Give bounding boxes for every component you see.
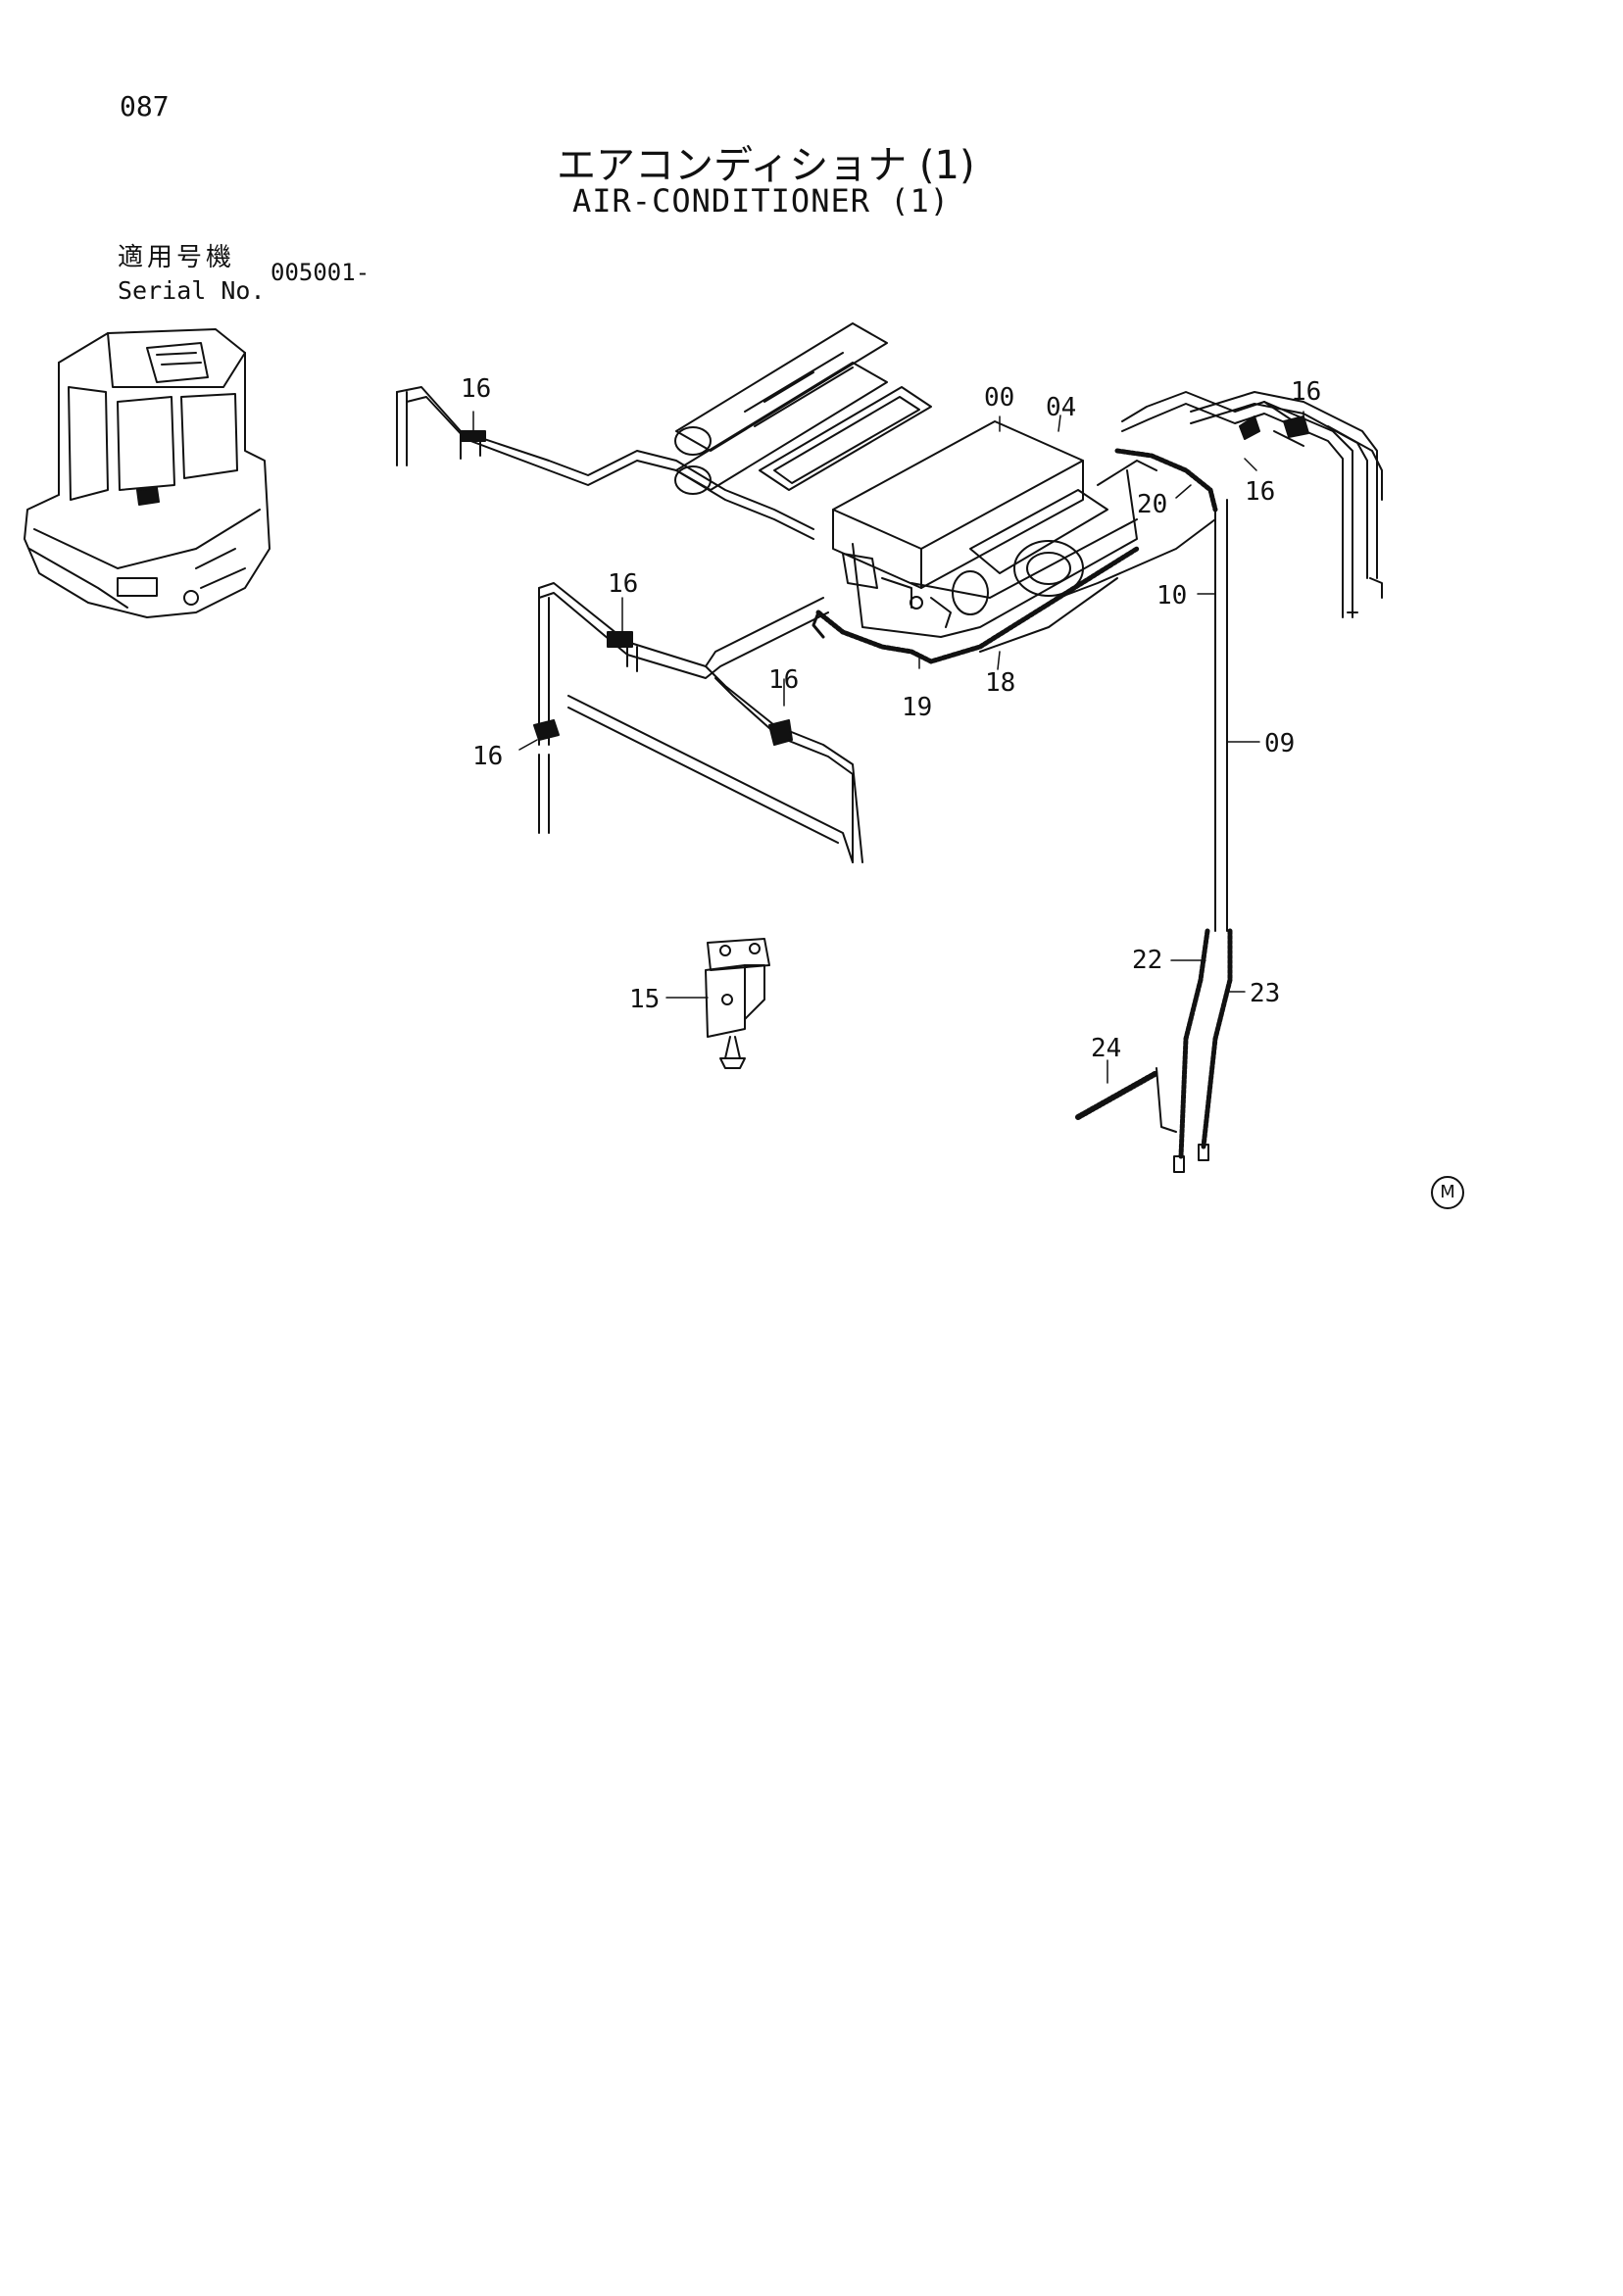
serial-label-japanese: 適用号機	[118, 243, 236, 272]
callout-19: 19	[902, 693, 932, 722]
callout-16: 16	[768, 665, 799, 695]
callout-24: 24	[1091, 1034, 1121, 1063]
callout-15: 15	[629, 985, 660, 1014]
duct-pipe-upper-left	[396, 386, 814, 540]
callout-09: 09	[1264, 729, 1295, 758]
callout-23: 23	[1250, 979, 1280, 1008]
drain-hose-part	[1075, 1067, 1177, 1133]
bracket-part	[705, 938, 770, 1069]
serial-label: Serial No.	[118, 276, 266, 305]
pipe-end-marks	[1347, 577, 1383, 613]
duct-pipe-right	[1121, 391, 1383, 618]
callout-22: 22	[1132, 946, 1162, 975]
callout-leader-lines	[472, 411, 1304, 1084]
page-number: 087	[120, 90, 170, 122]
page-title-english: AIR-CONDITIONER (1)	[572, 182, 951, 220]
machine-cab-illustration	[24, 328, 270, 618]
heater-core-part	[674, 322, 888, 495]
callout-16: 16	[1291, 377, 1321, 407]
metric-mark-icon: M	[1431, 1176, 1464, 1209]
callout-16: 16	[608, 569, 638, 599]
serial-number-value: 005001-	[270, 259, 370, 286]
air-conditioner-unit-part	[832, 420, 1157, 638]
refrigerant-hoses	[812, 448, 1233, 1173]
gasket-frame-part	[759, 386, 932, 491]
callout-labels: 16 00 04 16 16 20 10 16 16 16 19 18 09 2…	[461, 374, 1321, 1063]
callout-10: 10	[1156, 581, 1187, 611]
callout-04: 04	[1046, 393, 1076, 422]
callout-18: 18	[985, 668, 1015, 698]
callout-16: 16	[461, 374, 491, 404]
callout-20: 20	[1137, 490, 1167, 519]
t-fitting-parts	[460, 415, 1309, 648]
callout-16: 16	[1245, 477, 1275, 507]
duct-pipe-middle-left	[533, 582, 863, 863]
callout-16: 16	[472, 742, 503, 771]
callout-00: 00	[984, 383, 1014, 413]
page-title-japanese: エアコンディショナ (1)	[557, 143, 975, 188]
